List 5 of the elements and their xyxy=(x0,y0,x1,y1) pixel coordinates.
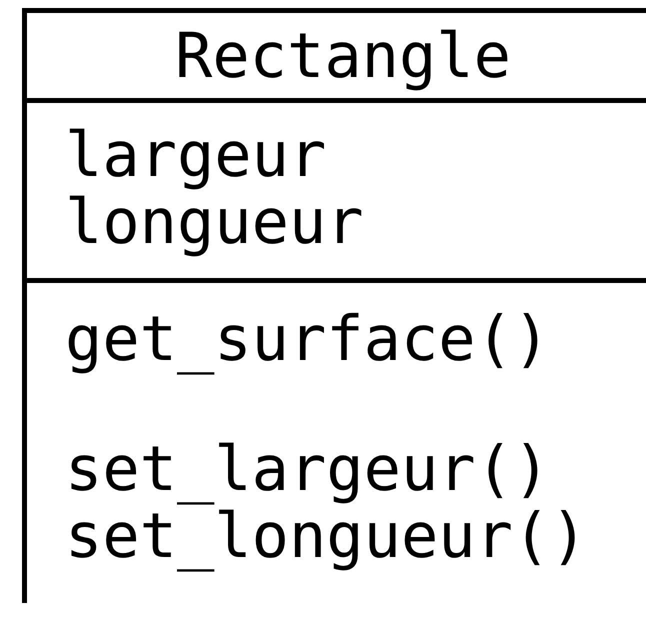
attribute-compartment xyxy=(22,103,646,283)
attribute-name: largeur xyxy=(65,121,326,188)
class-name-compartment xyxy=(22,8,646,103)
attribute-name: longueur xyxy=(65,188,364,255)
class-name: Rectangle xyxy=(175,22,511,89)
